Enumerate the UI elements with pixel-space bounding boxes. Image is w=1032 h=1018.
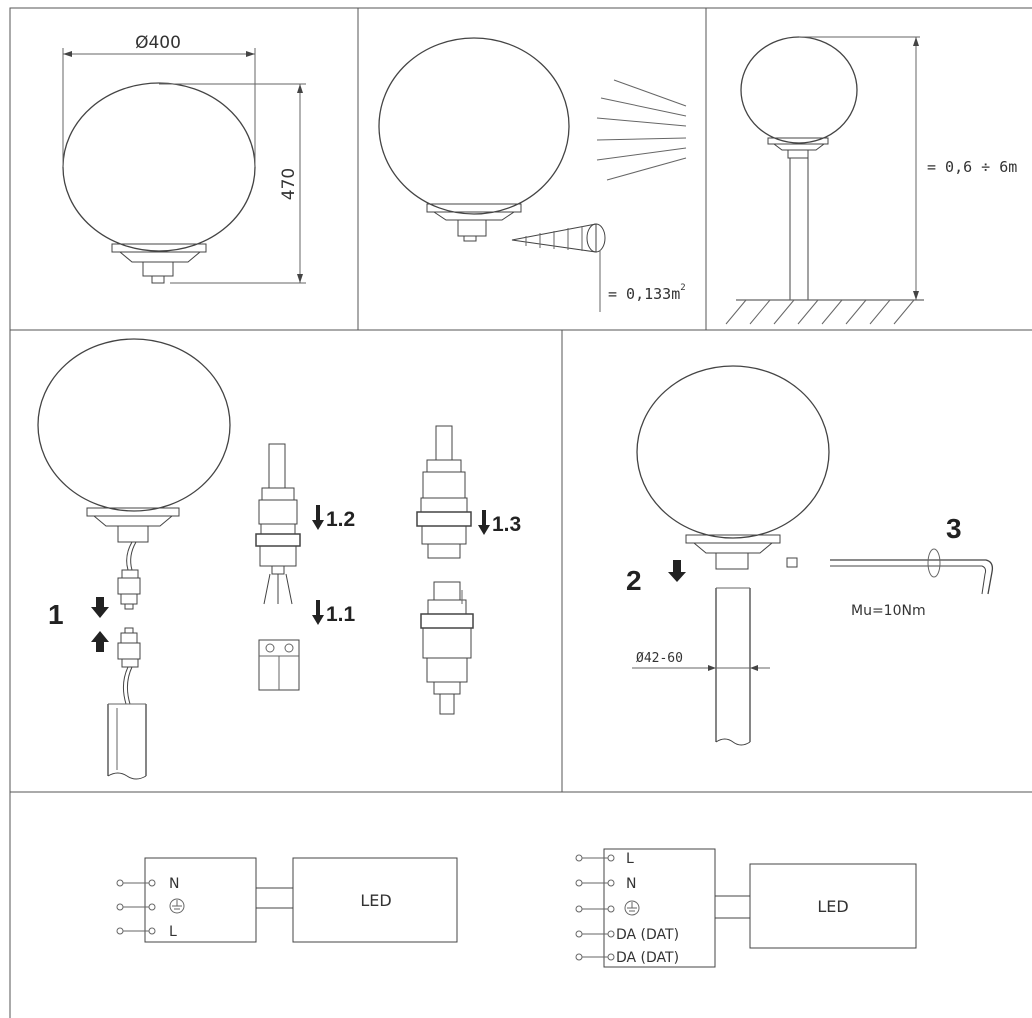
terminal-label-n: N (169, 876, 179, 892)
panel-wind-load: = 0,133m2 (378, 37, 687, 312)
connector-assembly-1-2 (255, 443, 301, 691)
led-driver-b (749, 863, 917, 949)
plug-connector-upper (117, 569, 141, 610)
diameter-dimension: Ø400 (62, 33, 256, 167)
terminal-row-da-1: DA (DAT) (575, 927, 679, 943)
terminal-row-l: L (116, 924, 177, 940)
torque-label: Mu=10Nm (851, 603, 926, 619)
arrow-down-icon (312, 600, 324, 625)
grub-screw-icon (786, 557, 798, 568)
terminal-block-a (144, 857, 257, 943)
arrow-down-icon (668, 560, 686, 582)
terminal-block-b (603, 848, 716, 968)
led-driver-a-label: LED (360, 891, 391, 910)
step-1-2-label: 1.2 (326, 508, 355, 531)
terminal-row-earth (116, 898, 185, 914)
step-1-1-label: 1.1 (326, 603, 356, 626)
arrow-up-icon (91, 631, 109, 652)
panel-install: 2 Ø42-60 3 Mu=10Nm (626, 365, 994, 746)
terminal-row-l: L (575, 851, 634, 867)
terminal-label-l: L (169, 924, 177, 940)
arrow-down-icon (91, 597, 109, 618)
wiring-diagram-b: LED L N DA ( (575, 848, 917, 968)
terminal-label-l: L (626, 851, 634, 867)
panel-mounting-height: = 0,6 ÷ 6m (725, 36, 1017, 325)
panel-product-dimensions: Ø400 470 (62, 33, 306, 284)
terminal-row-n: N (116, 876, 179, 892)
mount-height-label: = 0,6 ÷ 6m (927, 158, 1017, 176)
terminal-row-n: N (575, 876, 636, 892)
wind-area-label: = 0,133m2 (608, 283, 686, 303)
globe-luminaire-install (636, 365, 830, 570)
connector-assembly-1-3 (416, 425, 474, 715)
wind-lines-icon (596, 79, 687, 181)
arrow-down-icon (478, 510, 490, 535)
step-1-3-label: 1.3 (492, 513, 521, 536)
step-2-label: 2 (626, 565, 642, 596)
terminal-label-n: N (626, 876, 636, 892)
windsock-icon (511, 223, 606, 312)
ground-hatch (725, 299, 924, 325)
led-driver-a (292, 857, 458, 943)
globe-luminaire (62, 82, 256, 284)
pole-stub (107, 703, 147, 780)
hex-key-icon (830, 548, 994, 595)
globe-luminaire-wind (378, 37, 570, 242)
diameter-label: Ø400 (135, 33, 181, 53)
plug-connector-lower (117, 627, 141, 705)
step-1-label: 1 (48, 599, 64, 630)
height-label: 470 (279, 168, 299, 200)
terminal-label-da-2: DA (DAT) (616, 950, 679, 966)
terminal-row-earth (575, 900, 640, 916)
globe-with-cable (37, 338, 231, 571)
earth-icon (624, 900, 640, 916)
earth-icon (169, 898, 185, 914)
arrow-down-icon (312, 505, 324, 530)
terminal-row-da-2: DA (DAT) (575, 950, 679, 966)
pole (715, 587, 751, 746)
wiring-diagram-a: LED N L (116, 857, 458, 943)
globe-on-pole (740, 36, 858, 301)
mount-height-dimension: = 0,6 ÷ 6m (799, 36, 1017, 300)
height-dimension: 470 (159, 83, 306, 284)
pole-diameter-dimension: Ø42-60 (632, 651, 770, 671)
pole-diameter-label: Ø42-60 (636, 651, 683, 666)
panel-connection: 1 1.2 1.1 (37, 338, 521, 780)
step-3-label: 3 (946, 513, 962, 544)
terminal-label-da-1: DA (DAT) (616, 927, 679, 943)
led-driver-b-label: LED (817, 897, 848, 916)
panel-grid (9, 7, 1032, 1018)
